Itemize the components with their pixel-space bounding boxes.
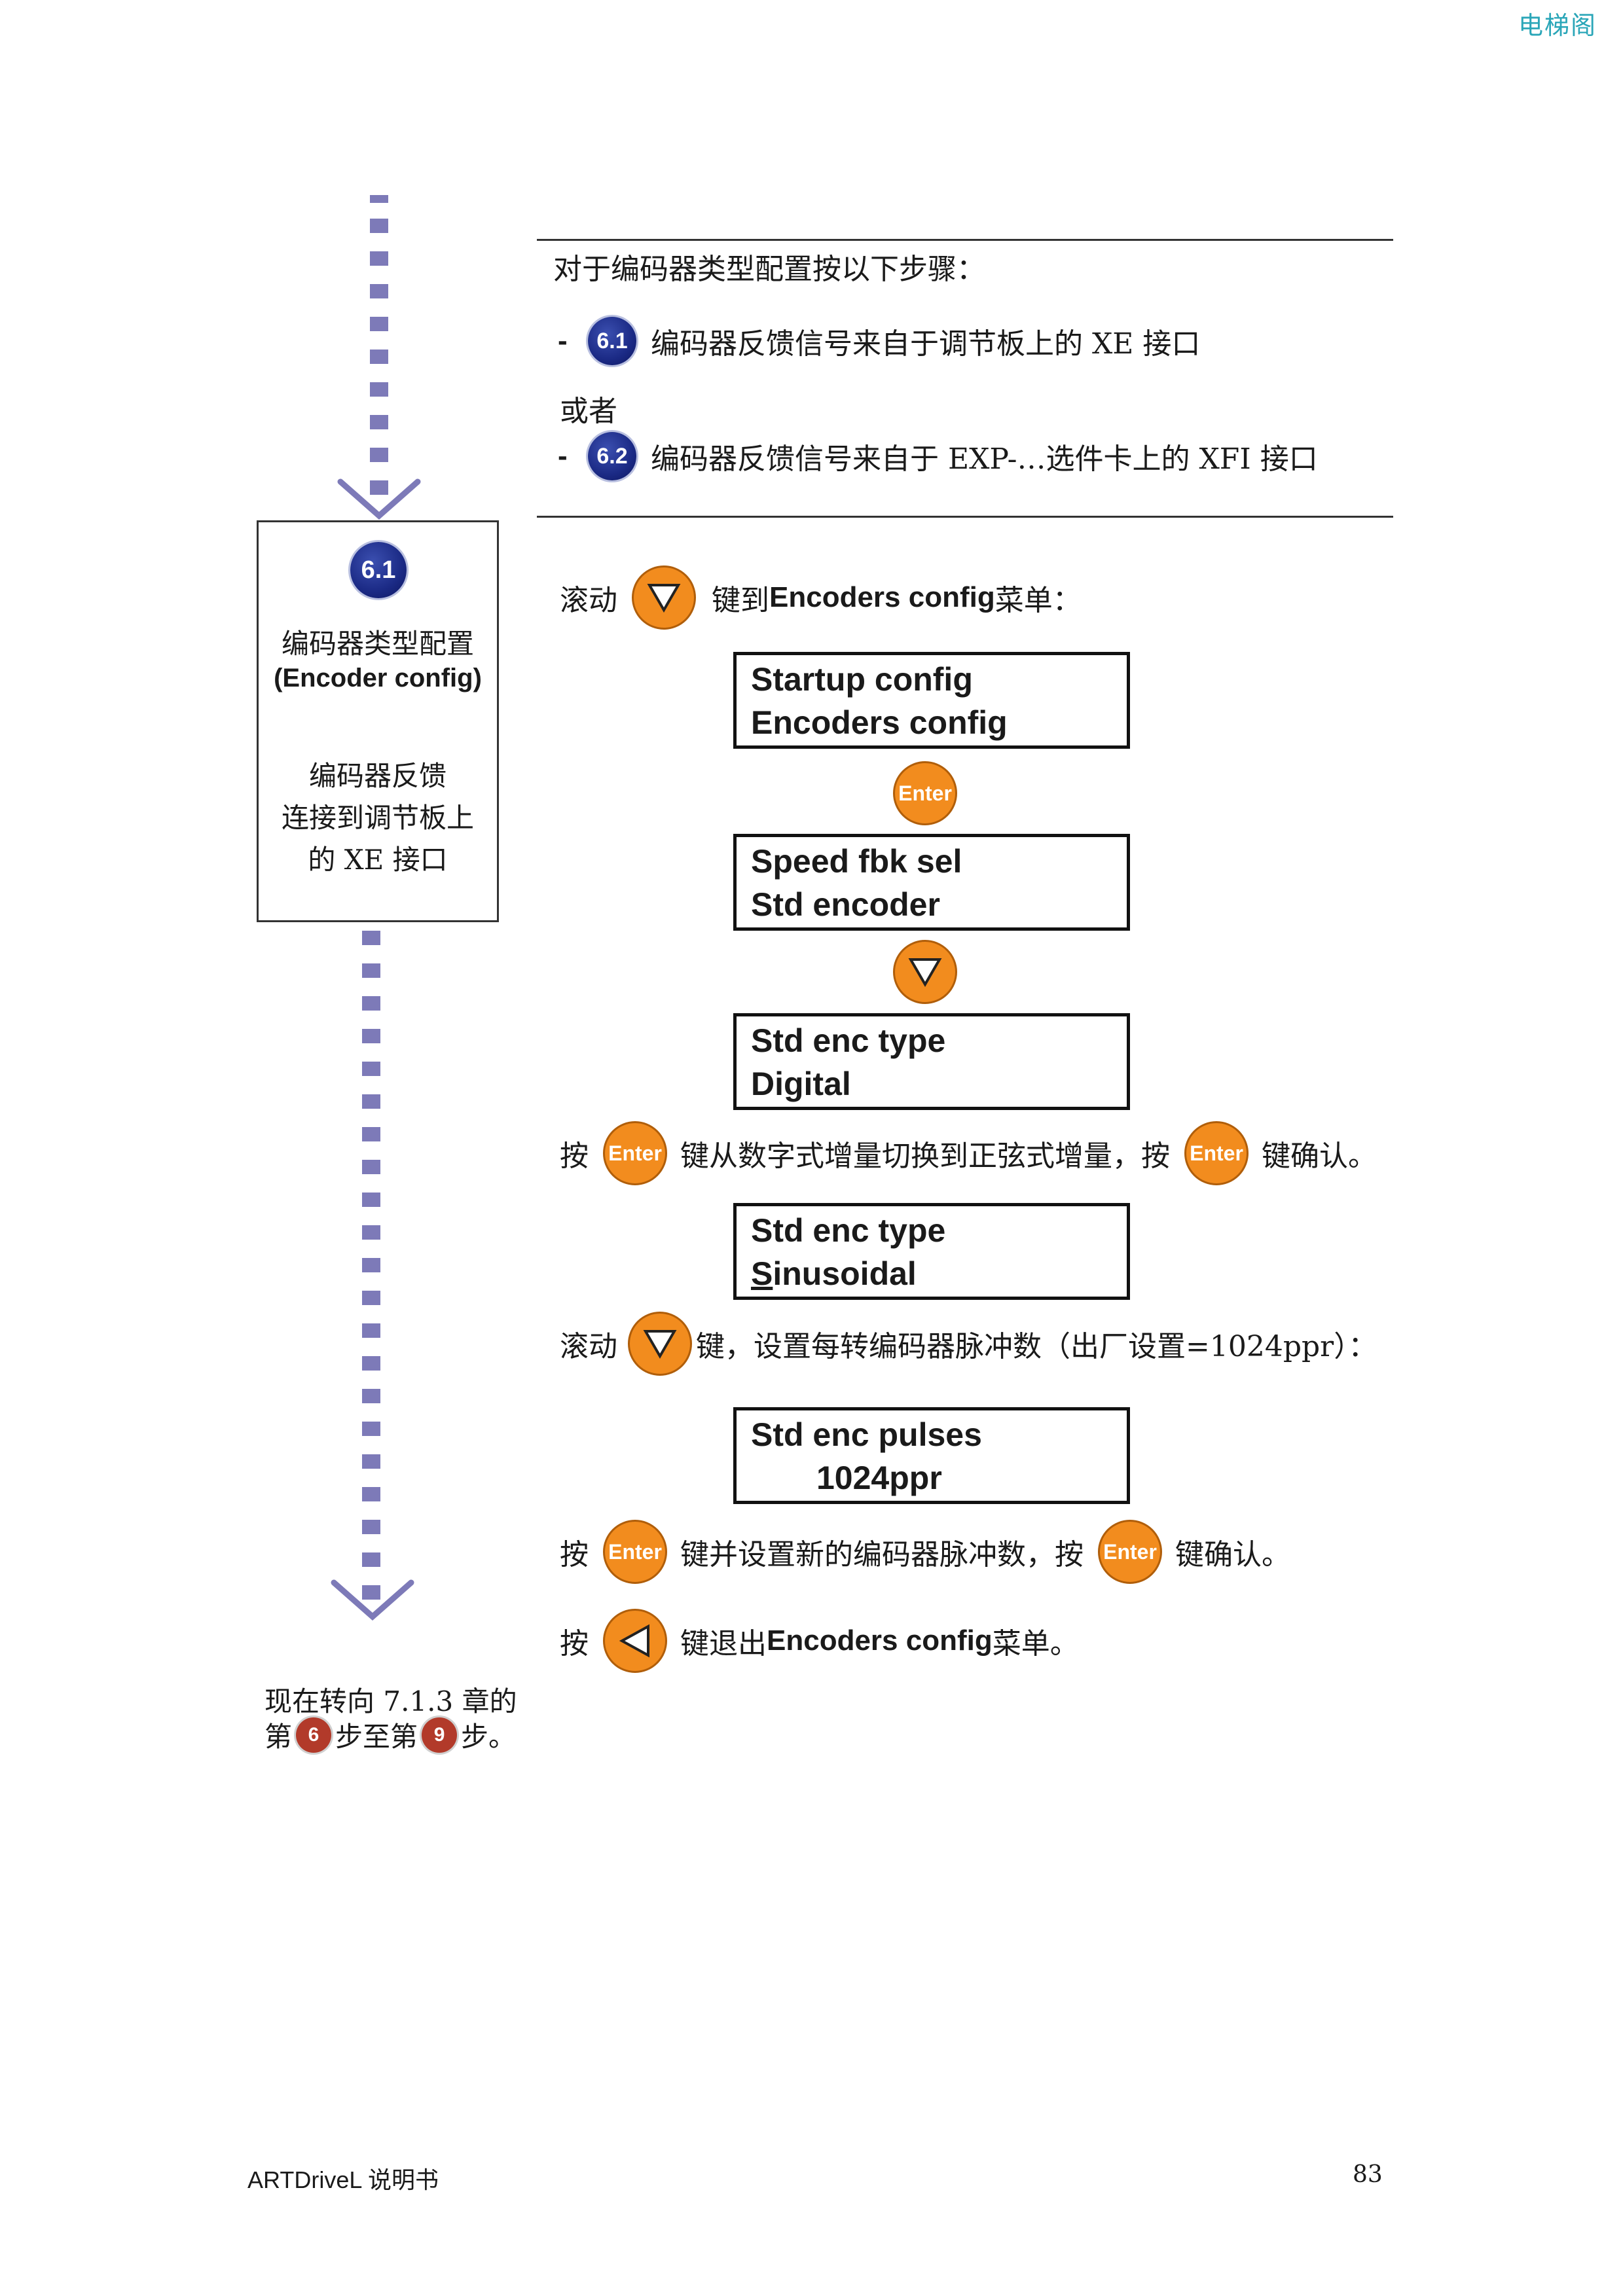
option-2-badge: 6.2 bbox=[588, 432, 636, 480]
scroll-suffix-a: 键到 bbox=[712, 584, 769, 617]
scroll2-text: 键，设置每转编码器脉冲数（出厂设置=1024ppr）： bbox=[696, 1330, 1377, 1363]
flow-chevron-bottom-icon bbox=[331, 1579, 414, 1621]
step-desc-line1: 编码器反馈 bbox=[308, 760, 447, 792]
confirm-text-2: 键确认。 bbox=[1175, 1538, 1290, 1571]
lcd-2-line1: Speed fbk sel bbox=[751, 843, 962, 880]
scroll-menu-name: Encoders config bbox=[769, 581, 995, 613]
rule-top bbox=[537, 239, 1393, 241]
lcd-5-line1: Std enc pulses bbox=[751, 1416, 982, 1453]
scroll-suffix-b: 菜单： bbox=[994, 584, 1082, 617]
lcd-display-1: Startup config Encoders config bbox=[733, 652, 1130, 749]
confirm-text-1: 键确认。 bbox=[1262, 1139, 1377, 1173]
switch-text: 键从数字式增量切换到正弦式增量，按 bbox=[680, 1139, 1170, 1173]
rule-bottom bbox=[537, 516, 1393, 518]
next-step-suffix: 步。 bbox=[461, 1721, 517, 1753]
set-pulses-text: 键并设置新的编码器脉冲数，按 bbox=[680, 1538, 1084, 1571]
option-1-dash: - bbox=[558, 325, 568, 357]
lcd-display-4: Std enc type Sinusoidal bbox=[733, 1203, 1130, 1300]
instruction-scroll-pulses: 滚动 键，设置每转编码器脉冲数（出厂设置=1024ppr）： bbox=[560, 1312, 1377, 1376]
step-desc-line3: 的 XE 接口 bbox=[308, 844, 448, 876]
lcd-5-line2: 1024ppr bbox=[816, 1460, 942, 1496]
down-key-3[interactable] bbox=[628, 1312, 692, 1376]
instruction-set-pulses: 按 Enter 键并设置新的编码器脉冲数，按 Enter 键确认。 bbox=[560, 1520, 1290, 1584]
down-key-2[interactable] bbox=[893, 940, 957, 1004]
option-2-dash: - bbox=[558, 440, 568, 472]
enter-key-2[interactable]: Enter bbox=[603, 1121, 667, 1185]
instruction-exit: 按 键退出 Encoders config 菜单。 bbox=[560, 1609, 1079, 1673]
watermark: 电梯阁 bbox=[1518, 11, 1597, 40]
step-badge: 6.1 bbox=[350, 542, 407, 598]
step-box: 6.1 编码器类型配置 (Encoder config) 编码器反馈 连接到调节… bbox=[257, 520, 499, 922]
step-subtitle: (Encoder config) bbox=[274, 664, 482, 692]
press-label-2: 按 bbox=[560, 1538, 589, 1571]
scroll-label: 滚动 bbox=[560, 584, 617, 617]
lcd-display-3: Std enc type Digital bbox=[733, 1013, 1130, 1110]
next-step-mid: 步至第 bbox=[335, 1721, 418, 1753]
step-title: 编码器类型配置 bbox=[281, 628, 474, 660]
press-label-3: 按 bbox=[560, 1627, 589, 1660]
left-arrow-icon bbox=[619, 1624, 649, 1658]
option-2: - 6.2 编码器反馈信号来自于 EXP-…选件卡上的 XFI 接口 bbox=[558, 432, 1318, 480]
instruction-switch: 按 Enter 键从数字式增量切换到正弦式增量，按 Enter 键确认。 bbox=[560, 1121, 1377, 1185]
lcd-3-line2: Digital bbox=[751, 1066, 851, 1102]
scroll2-label: 滚动 bbox=[560, 1330, 617, 1363]
lcd-3-line1: Std enc type bbox=[751, 1022, 946, 1059]
exit-prefix: 键退出 bbox=[680, 1627, 767, 1660]
lcd-display-2: Speed fbk sel Std encoder bbox=[733, 834, 1130, 931]
lcd-1-line2: Encoders config bbox=[751, 704, 1008, 741]
option-1: - 6.1 编码器反馈信号来自于调节板上的 XE 接口 bbox=[558, 317, 1200, 365]
down-arrow-icon bbox=[908, 958, 942, 987]
lcd-cursor: S bbox=[751, 1255, 773, 1292]
lcd-1-line1: Startup config bbox=[751, 661, 973, 698]
next-step-line2: 第 6 步至第 9 步。 bbox=[264, 1715, 516, 1755]
or-text: 或者 bbox=[560, 395, 617, 428]
exit-menu-name: Encoders config bbox=[767, 1624, 993, 1657]
press-label-1: 按 bbox=[560, 1139, 589, 1173]
option-1-badge: 6.1 bbox=[588, 317, 636, 365]
lcd-4-line2-rest: inusoidal bbox=[773, 1255, 917, 1292]
intro-heading: 对于编码器类型配置按以下步骤： bbox=[553, 253, 985, 286]
left-key[interactable] bbox=[603, 1609, 667, 1673]
lcd-display-5: Std enc pulses 1024ppr bbox=[733, 1407, 1130, 1504]
enter-key-3[interactable]: Enter bbox=[1184, 1121, 1249, 1185]
flow-chevron-top-icon bbox=[337, 478, 421, 520]
instruction-scroll: 滚动 键到 Encoders config 菜单： bbox=[560, 565, 1082, 630]
step-9-badge: 9 bbox=[422, 1717, 458, 1753]
down-arrow-icon bbox=[647, 584, 681, 613]
lcd-4-line2: Sinusoidal bbox=[751, 1252, 1112, 1295]
next-step-line1: 现在转向 7.1.3 章的 bbox=[264, 1685, 517, 1717]
page-number: 83 bbox=[1353, 2161, 1383, 2188]
next-step-prefix: 第 bbox=[264, 1721, 293, 1753]
lcd-4-line1: Std enc type bbox=[751, 1212, 946, 1249]
down-key-1[interactable] bbox=[632, 565, 696, 630]
option-1-text: 编码器反馈信号来自于调节板上的 XE 接口 bbox=[651, 327, 1201, 361]
footer-title: ARTDriveL 说明书 bbox=[247, 2166, 439, 2193]
down-arrow-icon bbox=[643, 1330, 677, 1359]
enter-key-1[interactable]: Enter bbox=[893, 761, 957, 825]
step-6-badge: 6 bbox=[296, 1717, 332, 1753]
lcd-2-line2: Std encoder bbox=[751, 886, 940, 923]
option-2-text: 编码器反馈信号来自于 EXP-…选件卡上的 XFI 接口 bbox=[651, 442, 1318, 476]
enter-key-4[interactable]: Enter bbox=[603, 1520, 667, 1584]
step-desc-line2: 连接到调节板上 bbox=[281, 802, 474, 834]
exit-suffix: 菜单。 bbox=[992, 1627, 1079, 1660]
enter-key-5[interactable]: Enter bbox=[1098, 1520, 1162, 1584]
